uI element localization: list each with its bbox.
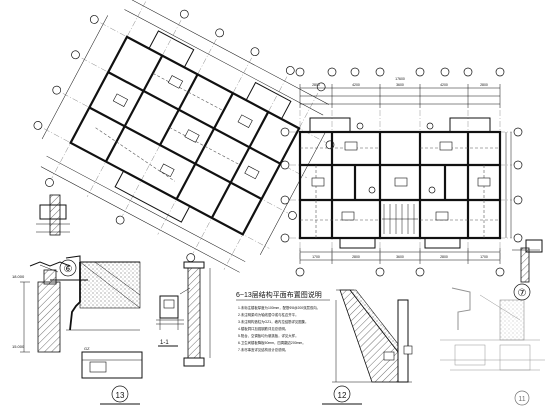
detail-12-caption: 12 [338,391,347,400]
top-dim-4: 4200 [440,83,448,87]
note-line-7: 7.未尽事宜详见结构设计总说明。 [238,347,288,352]
elevation-a: 18.000 [12,274,25,279]
note-line-3: 3.未注明构造柱为GZ1，墙内拉结筋详见图集。 [238,319,308,324]
note-line-4: 4.楼板洞口加强钢筋详见总说明。 [238,326,288,331]
top-total-dim: 17600 [395,77,405,81]
note-line-5: 5.阳台、空调板均为悬挑板，详见大样。 [238,333,298,338]
detail-11-caption-circle [514,390,530,406]
note-line-1: 1.未标注楼板厚度为100mm，配筋Φ8@200双层双向。 [238,305,320,310]
column-detail-right [512,239,543,283]
detail-13-caption: 13 [116,391,125,400]
top-dim-5: 2800 [480,83,488,87]
section-1-1-label: 1-1 [160,340,169,346]
bottom-dim-1: 1700 [312,255,320,259]
right-floor-plan: 2800 4200 3600 4200 2800 17600 [280,67,523,277]
top-dim-3: 3600 [396,83,404,87]
bottom-dim-2: 2800 [352,255,360,259]
top-dim-1: 2800 [312,83,320,87]
sloped-roof-detail-12 [332,289,413,383]
elevation-b: 15.000 [12,344,25,349]
column-detail-middle [183,261,211,367]
bottom-dim-4: 2800 [440,255,448,259]
cornice-detail-13: 18.000 15.000 GZ [12,255,143,379]
section-1-1-detail: 1-1 [156,287,191,347]
bottom-dim-5: 1700 [480,255,488,259]
left-rotated-floor-plan [33,0,335,273]
notes-block: 6~13层结构平面布置图说明 1.未标注楼板厚度为100mm，配筋Φ8@200双… [236,290,330,352]
note-line-2: 2.未注明梁均为轴线居中或与柱边齐平。 [238,312,298,317]
detail-13-caption-circle [111,385,129,403]
wall-section-detail-left [36,194,70,236]
note-line-6: 6.卫生间楼板降板50mm，四周翻边200mm。 [238,340,306,345]
left-plan-caption: ⑥ [64,264,73,275]
bottom-dim-3: 3600 [396,255,404,259]
notes-title: 6~13层结构平面布置图说明 [236,290,322,299]
gz-label: GZ [84,346,90,351]
detail-11-faint [440,287,545,371]
right-plan-caption: ⑦ [518,288,527,299]
detail-12-caption-circle [333,385,351,403]
top-dim-2: 4200 [352,83,360,87]
detail-11-caption: 11 [518,396,525,403]
